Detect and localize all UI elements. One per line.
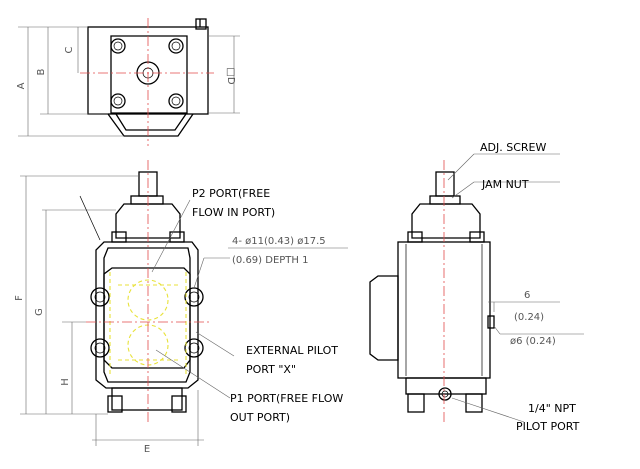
label-jam-nut: JAM NUT (481, 178, 529, 191)
top-view (18, 18, 240, 146)
label-npt-line2: PILOT PORT (516, 420, 580, 433)
label-p2-port-line1: P2 PORT(FREE (192, 187, 270, 200)
dim-h: H (60, 378, 71, 386)
side-view (369, 153, 584, 424)
front-view (20, 160, 235, 446)
label-adj-screw: ADJ. SCREW (480, 141, 546, 154)
label-dim-6: 6 (524, 290, 530, 301)
label-p2-port-line2: FLOW IN PORT) (192, 206, 275, 219)
label-dim-6-inch: (0.24) (514, 312, 544, 323)
label-p1-port-line1: P1 PORT(FREE FLOW (230, 392, 343, 405)
label-p1-port-line2: OUT PORT) (230, 411, 290, 424)
dim-e: E (144, 444, 150, 455)
label-npt-line1: 1/4" NPT (528, 402, 576, 415)
dim-g: G (34, 308, 45, 316)
dim-c: C (64, 46, 75, 53)
label-dim-phi6: ø6 (0.24) (510, 336, 556, 347)
label-holes-line1: 4- ø11(0.43) ø17.5 (232, 236, 326, 247)
dim-a: A (16, 82, 27, 89)
dim-d: □D (225, 67, 236, 84)
label-holes-line2: (0.69) DEPTH 1 (232, 255, 308, 266)
dim-f: F (14, 295, 25, 301)
label-ext-pilot-line1: EXTERNAL PILOT (246, 344, 338, 357)
label-ext-pilot-line2: PORT "X" (246, 363, 296, 376)
dim-b: B (36, 68, 47, 75)
